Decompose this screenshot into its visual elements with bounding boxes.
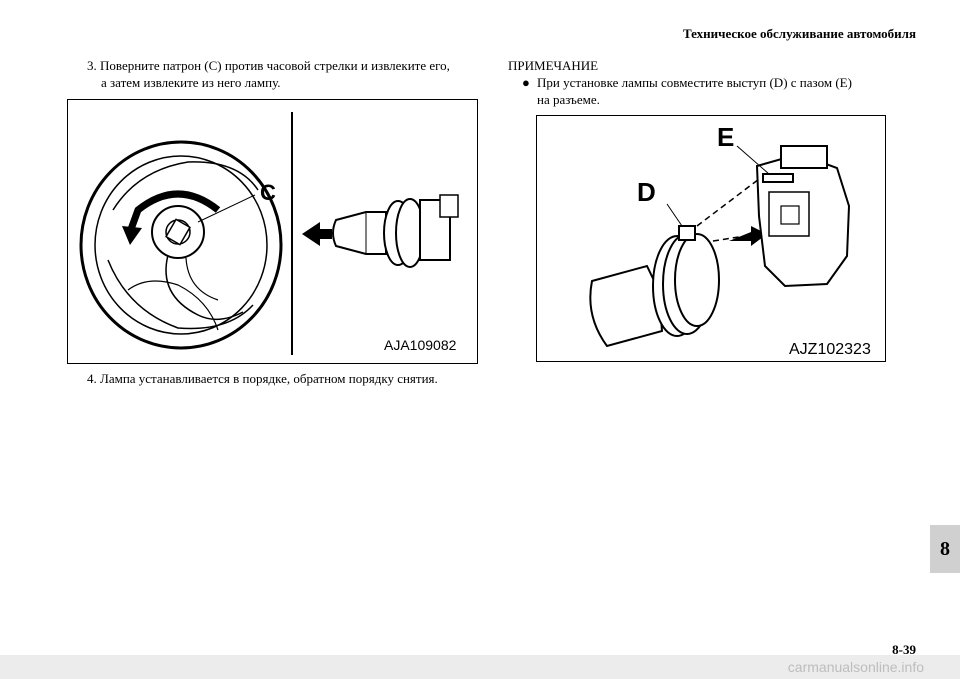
chapter-tab: 8 [930, 525, 960, 573]
note-line-1: При установке лампы совместите выступ (D… [537, 75, 852, 90]
figure-code-left: AJA109082 [384, 337, 457, 353]
figure-remove-bulb-socket: C AJA109082 [67, 99, 478, 364]
figure-bulb-alignment: D E AJZ102323 [536, 115, 886, 362]
callout-c: C [260, 180, 276, 205]
page-number: 8-39 [892, 642, 916, 657]
bullet-icon: ● [522, 75, 530, 90]
socket-removal-illustration: C AJA109082 [79, 112, 459, 355]
step-3-line-1: 3. Поверните патрон (C) против часовой с… [87, 58, 450, 73]
figure-code-right: AJZ102323 [789, 341, 871, 358]
callout-e: E [717, 122, 734, 152]
step-3-line-2: а затем извлеките из него лампу. [101, 75, 281, 90]
step-4: 4. Лампа устанавливается в порядке, обра… [87, 371, 438, 386]
bulb-alignment-illustration: D E AJZ102323 [589, 122, 871, 358]
note-title: ПРИМЕЧАНИЕ [508, 58, 599, 73]
footer-watermark: carmanualsonline.info [0, 655, 960, 679]
note-line-2: на разъеме. [537, 92, 600, 107]
callout-d: D [637, 177, 656, 207]
page-header-title: Техническое обслуживание автомобиля [682, 26, 916, 41]
